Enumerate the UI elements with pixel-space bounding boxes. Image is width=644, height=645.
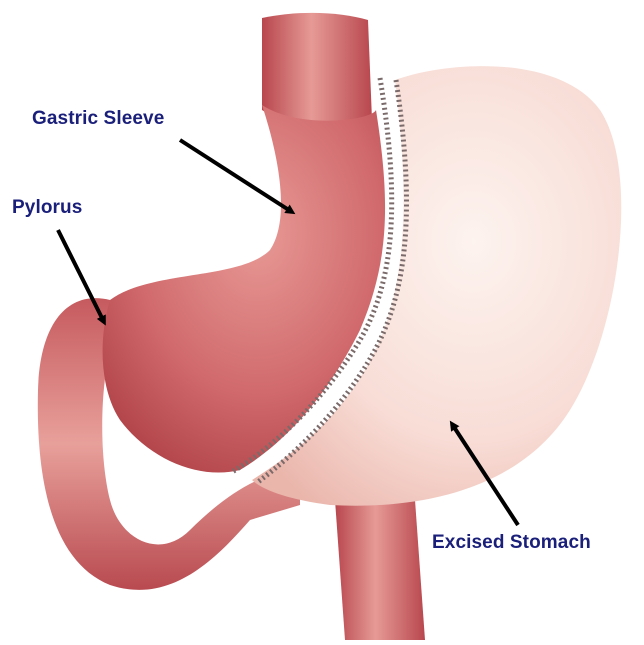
lower-tube [335,500,425,640]
pylorus-label: Pylorus [12,197,82,219]
excised-stomach-label: Excised Stomach [432,532,591,554]
gastric-sleeve-label: Gastric Sleeve [32,108,164,130]
